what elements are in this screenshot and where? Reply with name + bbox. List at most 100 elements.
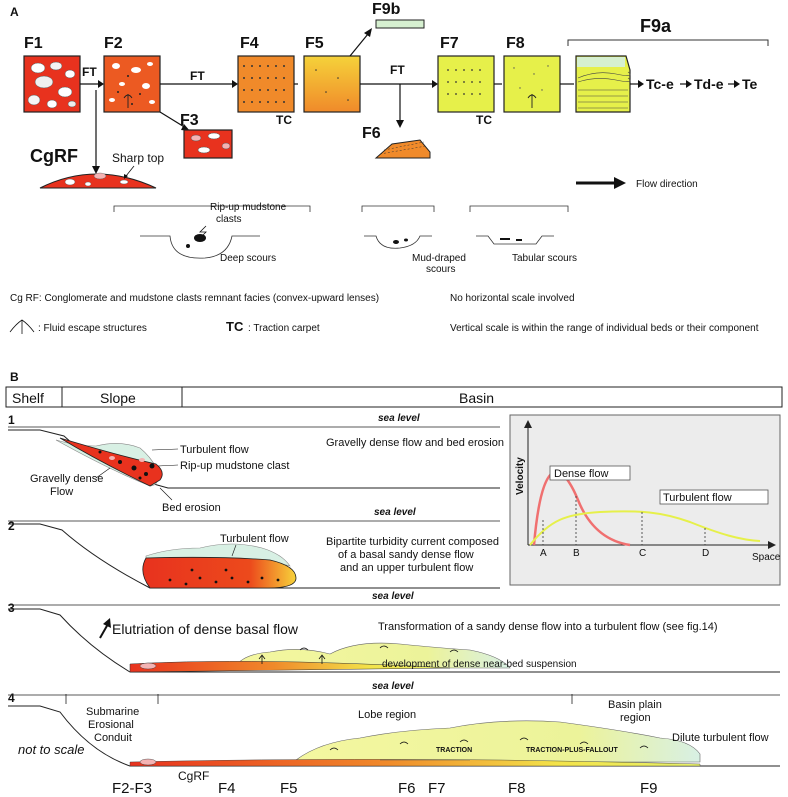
- bottom-label-f2f3: F2-F3: [112, 780, 152, 797]
- legend-tc-abbr: TC: [226, 319, 244, 334]
- bed-erosion-label: Bed erosion: [162, 502, 221, 514]
- transformation-label: Transformation of a sandy dense flow int…: [378, 621, 718, 633]
- facies-box-f8: [503, 55, 561, 113]
- bottom-label-f5: F5: [280, 780, 298, 797]
- facies-wedge-f6: [374, 139, 431, 159]
- facies-cgrf-label: CgRF: [30, 146, 78, 166]
- header-shelf: Shelf: [12, 390, 44, 406]
- step2-desc-1: Bipartite turbidity current composed: [326, 536, 499, 548]
- dilute-turbulent-flow-label: Dilute turbulent flow: [672, 732, 769, 744]
- facies-box-f7: [437, 55, 495, 113]
- elutriation-arrow: [99, 618, 111, 639]
- step-number-2: 2: [8, 519, 15, 533]
- sea-level-label-2: sea level: [374, 507, 416, 518]
- inset-point-c: C: [639, 548, 646, 559]
- facies-box-f9a: [575, 55, 631, 113]
- step-number-1: 1: [8, 413, 15, 427]
- facies-box-f1: [23, 55, 81, 113]
- legend-tc-definition: : Traction carpet: [248, 323, 320, 334]
- facies-box-f5: [303, 55, 361, 113]
- inset-point-a: A: [540, 548, 547, 559]
- ft-label-1: FT: [82, 65, 97, 79]
- tce-label: Tc-e: [646, 76, 674, 92]
- bottom-label-f7: F7: [428, 780, 446, 797]
- tc-label-1: TC: [276, 113, 292, 127]
- velocity-inset: [509, 414, 781, 586]
- bottom-label-f9: F9: [640, 780, 658, 797]
- bottom-label-f6: F6: [398, 780, 416, 797]
- deep-scours-label: Deep scours: [220, 253, 276, 264]
- ft-label-3: FT: [390, 63, 405, 77]
- basin-plain-label-2: region: [620, 712, 651, 724]
- submarine-conduit-label-1: Submarine: [86, 706, 139, 718]
- flow-transformation-3: [129, 642, 511, 673]
- ripup-clasts-label-2: clasts: [216, 214, 242, 225]
- tc-label-2: TC: [476, 113, 492, 127]
- sea-level-label-3: sea level: [372, 591, 414, 602]
- ft-label-2: FT: [190, 69, 205, 83]
- inset-velocity-label: Velocity: [515, 457, 526, 495]
- facies-box-f4: [237, 55, 295, 113]
- facies-f7-label: F7: [440, 35, 459, 52]
- flow-direction-label: Flow direction: [636, 179, 698, 190]
- turbulent-flow-label-1: Turbulent flow: [180, 444, 249, 456]
- step-number-4: 4: [8, 691, 15, 705]
- lobe-region-label: Lobe region: [358, 709, 416, 721]
- facies-f3-label: F3: [180, 112, 199, 129]
- sea-level-label-1: sea level: [378, 413, 420, 424]
- inset-turbulent-flow-label: Turbulent flow: [663, 492, 732, 504]
- facies-box-f3: [183, 129, 233, 159]
- inset-space-label: Space: [752, 552, 781, 563]
- submarine-conduit-label-2: Erosional: [88, 719, 134, 731]
- sea-level-label-4: sea level: [372, 681, 414, 692]
- header-basin: Basin: [459, 390, 494, 406]
- legend-fluid-escape: : Fluid escape structures: [38, 323, 147, 334]
- panel-a-label: A: [10, 5, 19, 19]
- development-label: development of dense near-bed suspension: [382, 659, 577, 670]
- physiographic-header: [5, 386, 783, 408]
- panel-b-label: B: [10, 370, 19, 384]
- header-slope: Slope: [100, 390, 136, 406]
- traction-label: TRACTION: [436, 747, 472, 754]
- legend-no-horizontal-scale: No horizontal scale involved: [450, 293, 575, 304]
- facies-box-f2: [103, 55, 161, 113]
- deposit-profile-4: [129, 720, 701, 767]
- mud-draped-label-1: Mud-draped: [412, 253, 466, 264]
- turbulent-flow-label-2: Turbulent flow: [220, 533, 289, 545]
- legend-vertical-scale: Vertical scale is within the range of in…: [450, 323, 759, 334]
- facies-f9b-label: F9b: [372, 1, 401, 18]
- basin-plain-label-1: Basin plain: [608, 699, 662, 711]
- te-label: Te: [742, 76, 758, 92]
- bottom-label-cgrf: CgRF: [178, 769, 209, 783]
- mud-draped-label-2: scours: [426, 264, 455, 275]
- ripup-clasts-label-1: Rip-up mudstone: [210, 202, 287, 213]
- facies-slab-f9b: [375, 19, 425, 29]
- deep-scour: [113, 205, 311, 259]
- bottom-label-f8: F8: [508, 780, 526, 797]
- ripup-clast-label: Rip-up mudstone clast: [180, 460, 289, 472]
- step1-title: Gravelly dense flow and bed erosion: [326, 437, 504, 449]
- facies-f5-label: F5: [305, 35, 324, 52]
- mud-draped-scour: [361, 205, 435, 249]
- facies-f2-label: F2: [104, 35, 123, 52]
- facies-f9a-label: F9a: [640, 16, 672, 36]
- seafloor-profile-3: [8, 608, 780, 673]
- sharp-top-label: Sharp top: [112, 151, 164, 165]
- cgrf-lens: [39, 172, 157, 189]
- gravelly-dense-label-1: Gravelly dense: [30, 473, 103, 485]
- facies-f4-label: F4: [240, 35, 259, 52]
- step2-desc-2: of a basal sandy dense flow: [338, 549, 474, 561]
- tde-label: Td-e: [694, 76, 724, 92]
- seafloor-profile-2: [8, 523, 500, 589]
- step-number-3: 3: [8, 601, 15, 615]
- traction-fallout-label: TRACTION-PLUS-FALLOUT: [526, 747, 618, 754]
- inset-point-b: B: [573, 548, 580, 559]
- f9a-bracket: [567, 39, 769, 46]
- tabular-scour: [469, 205, 569, 245]
- inset-dense-flow-label: Dense flow: [554, 468, 608, 480]
- bottom-label-f4: F4: [218, 780, 236, 797]
- facies-f8-label: F8: [506, 35, 525, 52]
- seafloor-profile-4: [8, 705, 780, 767]
- inset-point-d: D: [702, 548, 709, 559]
